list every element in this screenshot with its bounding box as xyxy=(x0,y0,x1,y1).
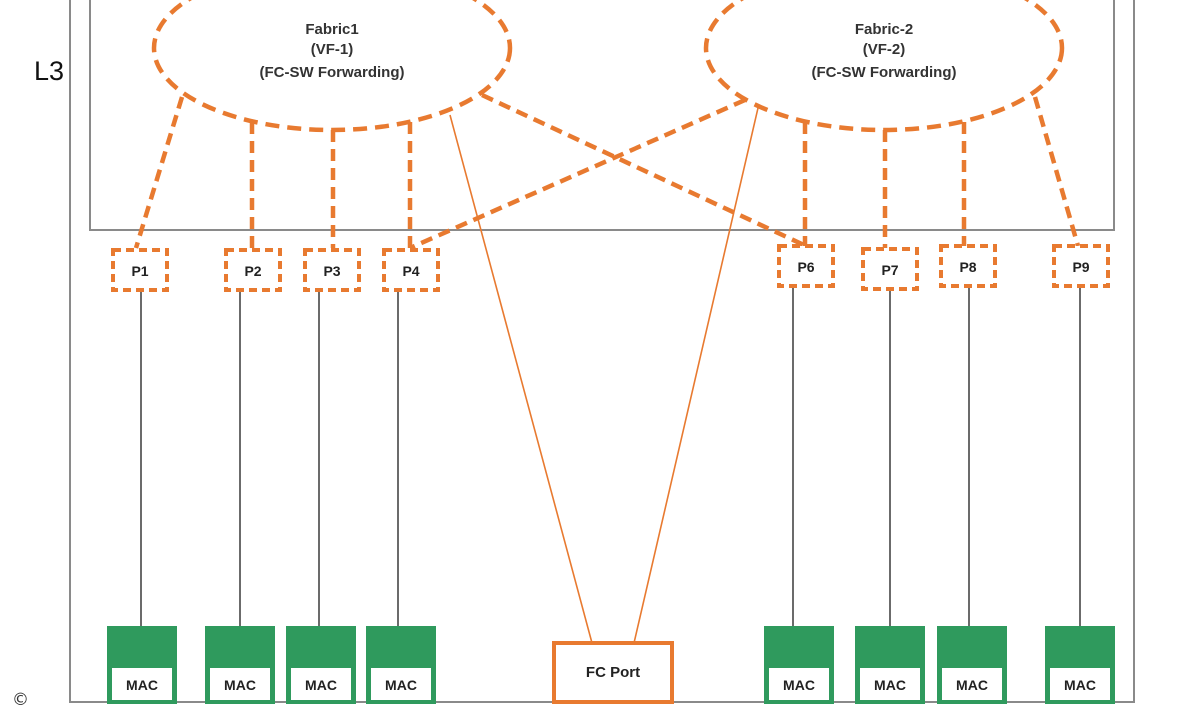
port-p2: P2 xyxy=(224,248,282,292)
fc-port-box xyxy=(552,641,674,704)
mac-block-6: MAC xyxy=(764,626,834,704)
mac-block-4-label-box xyxy=(371,668,431,700)
mac-block-4: MAC xyxy=(366,626,436,704)
port-p3-box xyxy=(303,248,361,292)
layer-label: L3 xyxy=(34,56,64,86)
mac-block-3-label: MAC xyxy=(305,677,337,693)
link-fabric1-p6 xyxy=(481,92,807,249)
mac-block-3-label-box xyxy=(291,668,351,700)
port-p8-label: P8 xyxy=(959,259,976,275)
port-p6: P6 xyxy=(777,244,835,288)
mac-block-1: MAC xyxy=(107,626,177,704)
mac-block-1-label: MAC xyxy=(126,677,158,693)
mac-block-8-label: MAC xyxy=(956,677,988,693)
ports: P1 P2 P3 P4 P6 P7 P8 P9 xyxy=(111,244,1110,292)
mac-block-9: MAC xyxy=(1045,626,1115,704)
link-fabric2-p4 xyxy=(409,97,746,251)
mac-block-7: MAC xyxy=(855,626,925,704)
fabric2-forwarding: (FC-SW Forwarding) xyxy=(812,64,957,81)
fabric-port-links xyxy=(133,92,1081,251)
link-fabric1-p1 xyxy=(133,96,185,249)
mac-block-8: MAC xyxy=(937,626,1007,704)
fabric1-vf: (VF-1) xyxy=(311,41,354,58)
port-p8: P8 xyxy=(939,244,997,288)
port-mac-lines xyxy=(140,286,1081,626)
fabric1-ellipse xyxy=(151,0,513,133)
port-p6-box xyxy=(777,244,835,288)
port-p7: P7 xyxy=(861,247,919,291)
mac-block-9-label-box xyxy=(1050,668,1110,700)
port-p4: P4 xyxy=(382,248,440,292)
fc-port-links xyxy=(449,107,759,644)
mac-block-3: MAC xyxy=(286,626,356,704)
fabric2-name: Fabric-2 xyxy=(855,21,913,38)
fabric1-name: Fabric1 xyxy=(305,21,358,38)
mac-block-4-label: MAC xyxy=(385,677,417,693)
port-p1: P1 xyxy=(111,248,169,292)
port-p3: P3 xyxy=(303,248,361,292)
port-p7-box xyxy=(861,247,919,291)
fabric1-forwarding: (FC-SW Forwarding) xyxy=(260,64,405,81)
port-p9-label: P9 xyxy=(1072,259,1089,275)
fc-port: FC Port xyxy=(552,641,674,704)
port-p6-label: P6 xyxy=(797,259,814,275)
port-p4-label: P4 xyxy=(402,263,419,279)
mac-block-1-label-box xyxy=(112,668,172,700)
mac-block-2: MAC xyxy=(205,626,275,704)
mac-block-7-label: MAC xyxy=(874,677,906,693)
fabric2-vf: (VF-2) xyxy=(863,41,906,58)
port-p1-box xyxy=(111,248,169,292)
line-fabric2-fcport xyxy=(633,107,759,644)
mac-block-8-label-box xyxy=(942,668,1002,700)
port-p2-label: P2 xyxy=(244,263,261,279)
fabric2-ellipse xyxy=(703,0,1065,133)
port-p8-box xyxy=(939,244,997,288)
port-p7-label: P7 xyxy=(881,262,898,278)
port-p1-label: P1 xyxy=(131,263,148,279)
mac-blocks: MAC MAC MAC MAC MAC MAC xyxy=(107,626,1115,704)
mac-block-6-label-box xyxy=(769,668,829,700)
port-p9-box xyxy=(1052,244,1110,288)
fabric2-node: Fabric-2 (VF-2) (FC-SW Forwarding) xyxy=(703,0,1065,133)
mac-block-7-label-box xyxy=(860,668,920,700)
mac-block-2-label-box xyxy=(210,668,270,700)
l3-inner-box xyxy=(89,0,1115,231)
mac-block-2-label: MAC xyxy=(224,677,256,693)
fabric1-node: Fabric1 (VF-1) (FC-SW Forwarding) xyxy=(151,0,513,133)
fc-port-label: FC Port xyxy=(586,664,640,681)
copyright-mark: © xyxy=(12,690,29,710)
port-p2-box xyxy=(224,248,282,292)
port-p3-label: P3 xyxy=(323,263,340,279)
mac-block-9-label: MAC xyxy=(1064,677,1096,693)
port-p4-box xyxy=(382,248,440,292)
port-p9: P9 xyxy=(1052,244,1110,288)
line-fabric1-fcport xyxy=(449,114,593,644)
link-fabric2-p9 xyxy=(1032,96,1081,247)
mac-block-6-label: MAC xyxy=(783,677,815,693)
